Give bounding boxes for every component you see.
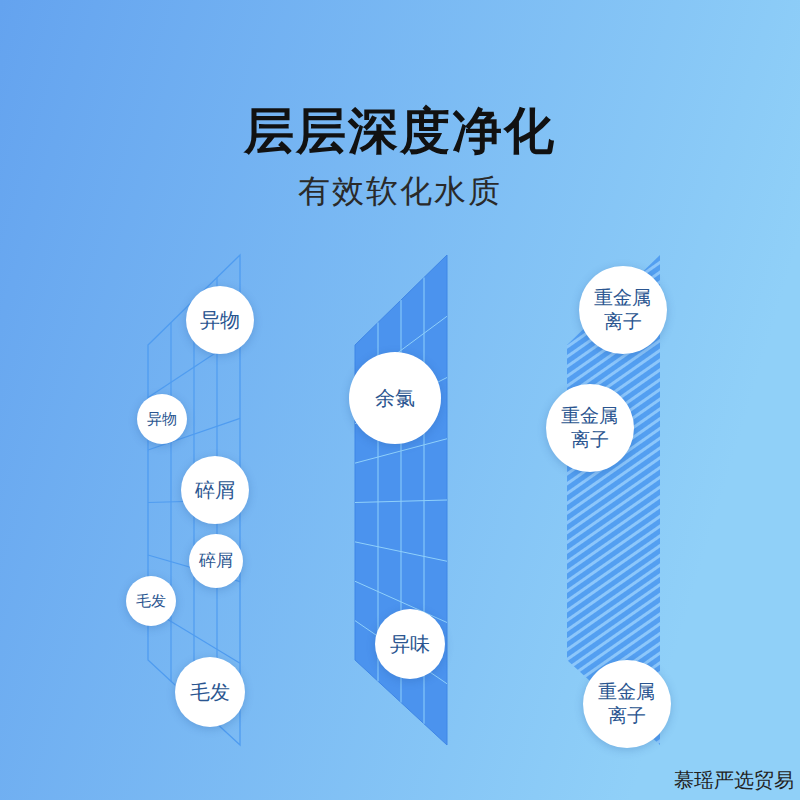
- filter-bubble: 重金属 离子: [579, 266, 668, 355]
- title: 层层深度净化: [0, 98, 800, 165]
- filter-bubble: 异物: [186, 286, 254, 354]
- bubble-label: 碎屑: [195, 478, 235, 503]
- filter-bubble: 异物: [137, 394, 187, 444]
- filter-bubble: 毛发: [175, 657, 245, 727]
- filter-bubble: 异味: [375, 609, 445, 679]
- bubble-label: 余氯: [375, 386, 415, 411]
- bubble-label: 毛发: [136, 592, 166, 611]
- bubble-label: 毛发: [190, 680, 230, 705]
- grid-line: [355, 500, 447, 503]
- bubble-label: 重金属 离子: [596, 680, 659, 728]
- filter-bubble: 重金属 离子: [546, 384, 635, 473]
- subtitle: 有效软化水质: [0, 170, 800, 214]
- bubble-label: 异物: [147, 410, 177, 429]
- bubble-label: 重金属 离子: [559, 404, 622, 452]
- watermark: 慕瑶严选贸易: [674, 767, 794, 794]
- filter-bubble: 毛发: [126, 576, 176, 626]
- filter-bubble: 碎屑: [189, 534, 243, 588]
- filter-bubble: 重金属 离子: [583, 660, 672, 749]
- bubble-label: 异味: [390, 632, 430, 657]
- filter-bubble: 碎屑: [181, 456, 249, 524]
- carbon-filter-layer: [355, 255, 447, 745]
- filter-bubble: 余氯: [349, 352, 441, 444]
- bubble-label: 异物: [200, 308, 240, 333]
- bubble-label: 碎屑: [199, 550, 233, 571]
- bubble-label: 重金属 离子: [592, 286, 655, 334]
- grid-line: [355, 542, 447, 561]
